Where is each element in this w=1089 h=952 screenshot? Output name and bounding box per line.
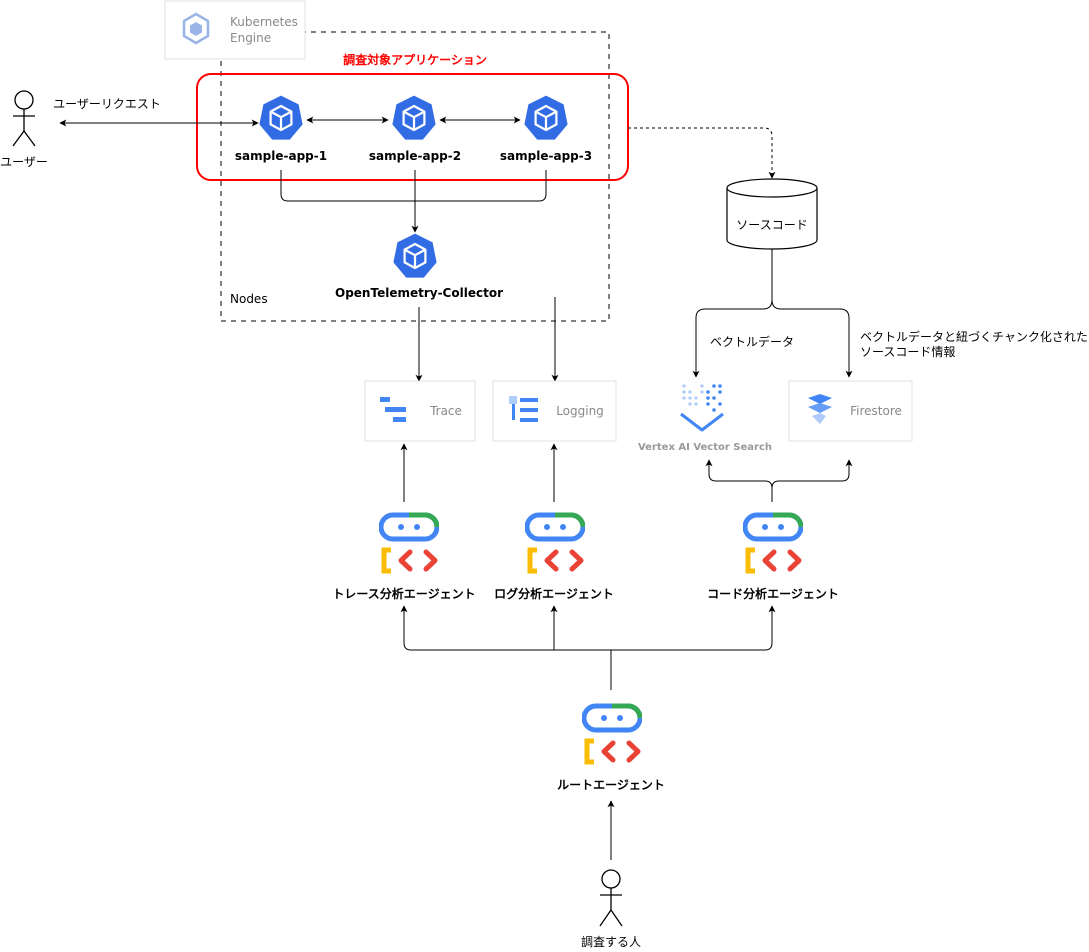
gke-icon: [182, 12, 210, 45]
sourcecode-to-firestore-edge: [771, 299, 853, 378]
kubernetes-pod-icon-app1: [258, 94, 304, 141]
app2-label: sample-app-2: [369, 149, 461, 163]
user-label: ユーザー: [0, 155, 48, 169]
trace-agent-label: トレース分析エージェント: [332, 586, 475, 601]
logging-label: Logging: [556, 404, 604, 418]
vertex-label: Vertex AI Vector Search: [638, 442, 772, 453]
kubernetes-pod-icon-collector: [392, 232, 438, 279]
gke-label-2: Engine: [230, 31, 271, 45]
root-agent-label: ルートエージェント: [557, 778, 665, 792]
nodes-label: Nodes: [230, 292, 268, 306]
app1-label: sample-app-1: [235, 149, 327, 163]
user-person-icon: [12, 90, 36, 147]
sourcecode-to-vertex-edge: [692, 249, 773, 378]
gke-card: [164, 0, 306, 60]
gke-node-area: [220, 31, 610, 322]
collector-label: OpenTelemetry-Collector: [335, 286, 503, 300]
code-agent-label: コード分析エージェント: [707, 586, 839, 601]
agent-robot-icon-trace: [381, 515, 437, 571]
app3-label: sample-app-3: [500, 149, 592, 163]
target-app-box: [196, 73, 629, 181]
vector-data-label: ベクトルデータ: [710, 334, 794, 349]
app-to-sourcecode-edge: [628, 127, 776, 179]
target-app-title: 調査対象アプリケーション: [343, 52, 487, 67]
agent-robot-icon-root: [584, 706, 640, 762]
agent-robot-icon-log: [527, 515, 583, 571]
investigator-label: 調査する人: [581, 935, 641, 949]
code-agent-to-firestore-edge: [771, 459, 853, 489]
logging-icon: [509, 396, 538, 422]
kubernetes-pod-icon-app3: [523, 94, 569, 141]
code-agent-to-vertex-edge: [705, 459, 773, 502]
trace-card: [364, 380, 476, 442]
trace-label: Trace: [429, 404, 462, 418]
investigator-person-icon: [599, 869, 623, 927]
firestore-edge-label-1: ベクトルデータと紐づくチャンク化された: [860, 329, 1088, 344]
firestore-edge-label-2: ソースコード情報: [860, 345, 955, 359]
gke-label-1: Kubernetes: [230, 15, 298, 29]
log-agent-label: ログ分析エージェント: [494, 586, 614, 601]
agent-robot-icon-code: [745, 515, 801, 571]
database-icon: [726, 178, 818, 250]
root-agent-bus-edge: [400, 605, 776, 651]
trace-icon: [380, 397, 406, 422]
firestore-icon: [808, 394, 832, 424]
apps-bus-edge: [280, 170, 547, 202]
kubernetes-pod-icon-app2: [391, 94, 437, 141]
source-code-label: ソースコード: [736, 218, 807, 232]
firestore-label: Firestore: [850, 404, 902, 418]
user-request-label: ユーザーリクエスト: [53, 97, 161, 111]
vertex-ai-icon: [680, 384, 724, 432]
firestore-card: [788, 380, 913, 442]
